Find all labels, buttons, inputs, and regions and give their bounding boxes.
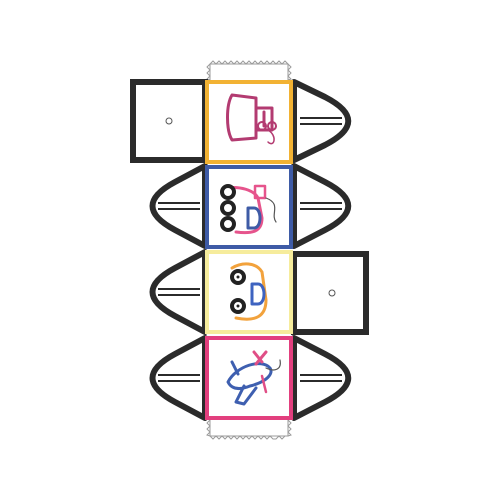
boat-icon bbox=[226, 93, 277, 145]
flap-left-square-row1 bbox=[130, 79, 208, 163]
flap-right-pointed-row1 bbox=[291, 79, 352, 163]
flap-left-pointed-row4 bbox=[149, 335, 208, 421]
square-panel-airplane bbox=[205, 336, 293, 420]
flap-right-pointed-row2 bbox=[291, 163, 352, 249]
car-icon bbox=[230, 262, 268, 321]
train-icon bbox=[220, 184, 277, 235]
square-panel-car bbox=[205, 250, 293, 334]
airplane-icon bbox=[226, 350, 281, 406]
flap-right-square-row3 bbox=[291, 251, 369, 335]
flap-left-pointed-row3 bbox=[149, 249, 208, 335]
bottom-glue-tab bbox=[206, 419, 292, 440]
square-panel-boat bbox=[205, 80, 293, 164]
top-glue-tab bbox=[206, 60, 292, 81]
square-panel-train bbox=[205, 165, 293, 249]
flap-right-pointed-row4 bbox=[291, 335, 352, 421]
flap-left-pointed-row2 bbox=[149, 163, 208, 249]
